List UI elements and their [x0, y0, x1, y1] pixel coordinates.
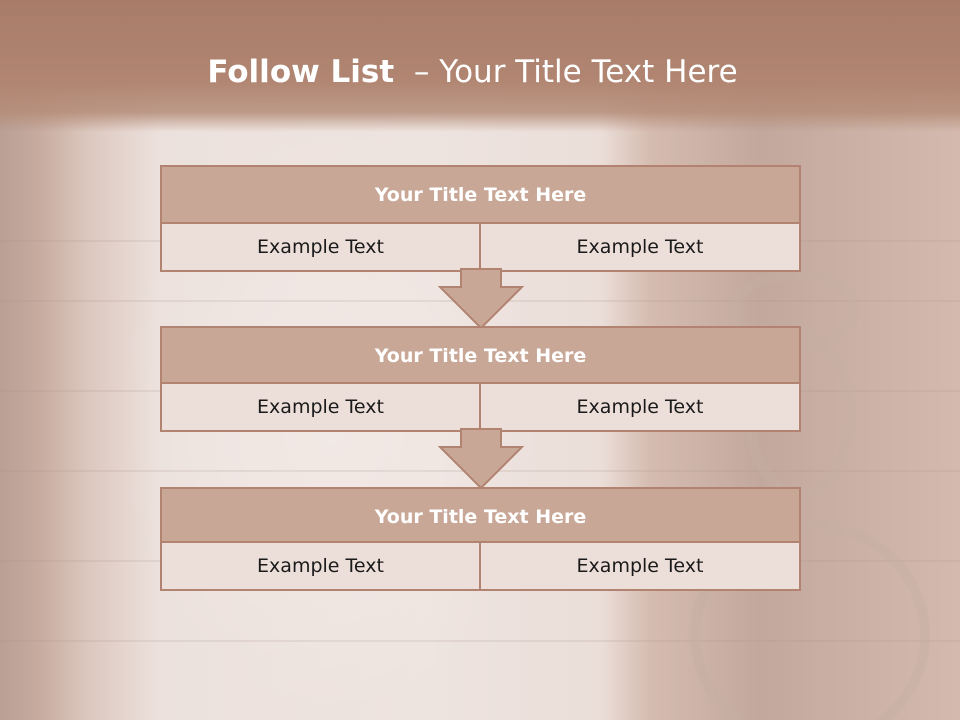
- step-cell-left: Example Text: [160, 541, 481, 591]
- slide-title-rest: – Your Title Text Here: [394, 54, 738, 90]
- down-arrow-icon: [438, 268, 524, 330]
- slide-title: Follow List – Your Title Text Here: [0, 54, 945, 90]
- step-cell-right: Example Text: [479, 222, 801, 272]
- step-cell-left: Example Text: [160, 222, 481, 272]
- step-title: Your Title Text Here: [160, 326, 801, 385]
- step-cell-right: Example Text: [479, 541, 801, 591]
- step-cell-left: Example Text: [160, 382, 481, 432]
- title-bar: Follow List – Your Title Text Here: [0, 0, 960, 132]
- slide-title-bold: Follow List: [207, 54, 395, 90]
- step-title: Your Title Text Here: [160, 165, 801, 224]
- step-title: Your Title Text Here: [160, 487, 801, 546]
- step-block-1: Your Title Text Here Example Text Exampl…: [160, 165, 801, 272]
- step-block-2: Your Title Text Here Example Text Exampl…: [160, 326, 801, 432]
- step-block-3: Your Title Text Here Example Text Exampl…: [160, 487, 801, 591]
- down-arrow-icon: [438, 428, 524, 490]
- step-cell-right: Example Text: [479, 382, 801, 432]
